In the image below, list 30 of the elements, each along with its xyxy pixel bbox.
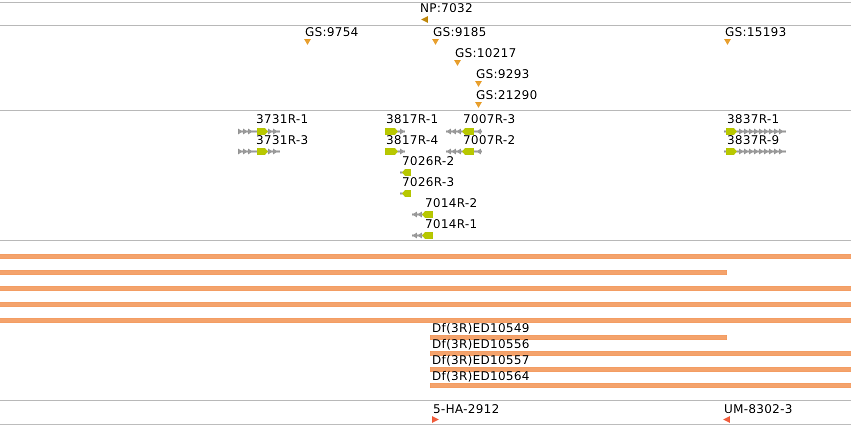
deletion-bar: [0, 286, 851, 291]
feature-label: 3817R-1: [386, 112, 438, 126]
feature-label: Df(3R)ED10564: [432, 369, 530, 383]
feature-label: GS:10217: [455, 46, 517, 60]
feature-label: 3731R-3: [256, 133, 308, 147]
feature-label: Df(3R)ED10549: [432, 321, 530, 335]
feature-label: NP:7032: [420, 1, 473, 15]
feature-label: 3837R-1: [727, 112, 780, 126]
deletion-bar: [0, 270, 727, 275]
feature-label: GS:9754: [305, 25, 359, 39]
feature-label: 3837R-9: [727, 133, 780, 147]
feature-label: 7026R-3: [402, 175, 454, 189]
feature-label: 7014R-1: [425, 217, 478, 231]
feature-label: UM-8302-3: [724, 402, 793, 416]
feature-label: 3731R-1: [256, 112, 308, 126]
feature-label: 5-HA-2912: [433, 402, 500, 416]
deletion-bar: [0, 254, 851, 259]
feature-label: 3817R-4: [386, 133, 438, 147]
feature-label: 7026R-2: [402, 154, 454, 168]
feature-label: Df(3R)ED10557: [432, 353, 530, 367]
deletion-bar: [0, 302, 851, 307]
feature-label: 7007R-2: [463, 133, 516, 147]
feature-label: Df(3R)ED10556: [432, 337, 530, 351]
feature-label: GS:9185: [433, 25, 487, 39]
feature-label: 7007R-3: [463, 112, 516, 126]
deletion-bar: [0, 318, 851, 323]
feature-label: GS:21290: [476, 88, 538, 102]
feature-label: GS:9293: [476, 67, 530, 81]
feature-label: GS:15193: [725, 25, 787, 39]
feature-label: 7014R-2: [425, 196, 478, 210]
